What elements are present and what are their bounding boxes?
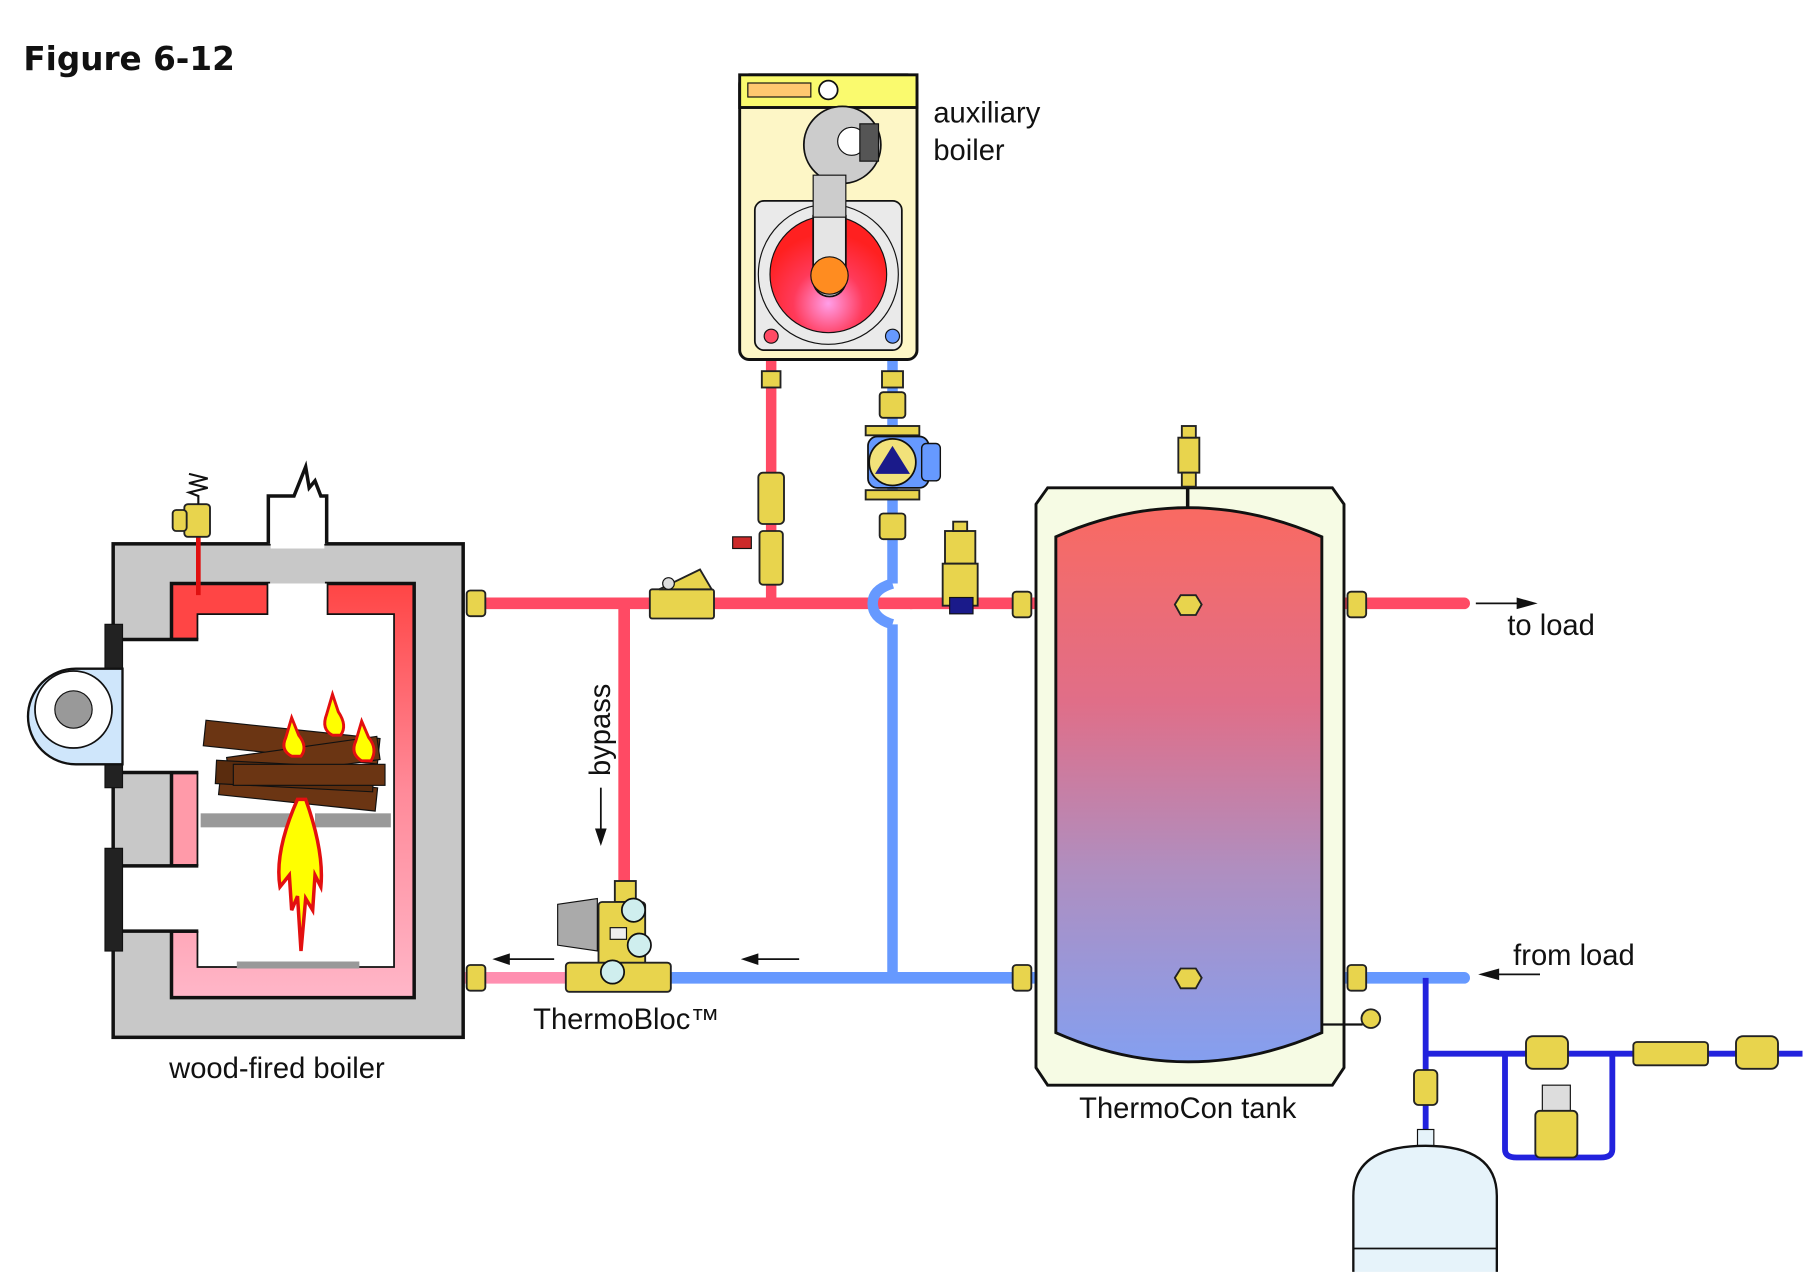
figure-title: Figure 6-12 xyxy=(23,40,234,78)
aux-boiler-label-line2: boiler xyxy=(933,135,1005,167)
flue-pipe xyxy=(266,460,329,544)
wood-fired-boiler-label: wood-fired boiler xyxy=(168,1053,385,1085)
wood-fired-boiler: wood-fired boiler xyxy=(26,460,465,1085)
thermocon-tank-label: ThermoCon tank xyxy=(1079,1093,1297,1125)
pressure-reducing-valve-icon xyxy=(1534,1109,1579,1159)
flame-icon xyxy=(277,689,376,952)
union-fitting-icon xyxy=(465,589,487,992)
ash-door xyxy=(104,847,124,952)
ball-valve-icon xyxy=(1735,1035,1779,1070)
backflow-preventer-icon xyxy=(1632,1041,1709,1067)
ball-valve-icon xyxy=(1525,1035,1569,1070)
sensor-well-icon xyxy=(1173,967,1203,990)
relief-valve-icon xyxy=(171,472,211,596)
sensor-well-icon xyxy=(1173,594,1203,616)
expansion-tank xyxy=(1352,1128,1498,1272)
aux-boiler-label-line1: auxiliary xyxy=(933,98,1040,130)
bypass-flow-arrow xyxy=(595,787,607,846)
gauge-icon xyxy=(620,897,647,923)
swing-check-valve xyxy=(648,568,715,620)
gauge-icon xyxy=(599,959,626,985)
circulator-pump xyxy=(864,370,942,541)
aux-supply-fittings xyxy=(732,370,785,586)
gauge-icon xyxy=(626,932,652,958)
bypass-label: bypass xyxy=(585,684,617,776)
drain-valve-icon xyxy=(1360,1008,1382,1029)
makeup-water-assembly xyxy=(1413,1035,1779,1159)
from-load-arrow xyxy=(1478,968,1540,981)
air-separator xyxy=(941,520,979,615)
to-load-label: to load xyxy=(1507,610,1595,642)
combustion-fan-icon xyxy=(26,667,124,766)
ball-valve-icon xyxy=(758,530,784,586)
thermobloc-label: ThermoBloc™ xyxy=(533,1004,719,1036)
auxiliary-boiler: auxiliary boiler xyxy=(738,73,1041,361)
pump-triangle-icon xyxy=(875,445,910,474)
thermobloc: ThermoBloc™ xyxy=(533,880,719,1036)
air-vent-icon xyxy=(1177,436,1201,474)
to-load-arrow xyxy=(1475,597,1538,610)
isolation-valve-icon xyxy=(1413,1069,1439,1106)
return-flow-arrow xyxy=(740,953,800,965)
from-load-label: from load xyxy=(1513,940,1635,972)
thermocon-tank: ThermoCon tank xyxy=(1011,425,1382,1125)
boiler-inlet-arrow xyxy=(492,953,555,965)
check-valve-icon xyxy=(757,471,785,525)
